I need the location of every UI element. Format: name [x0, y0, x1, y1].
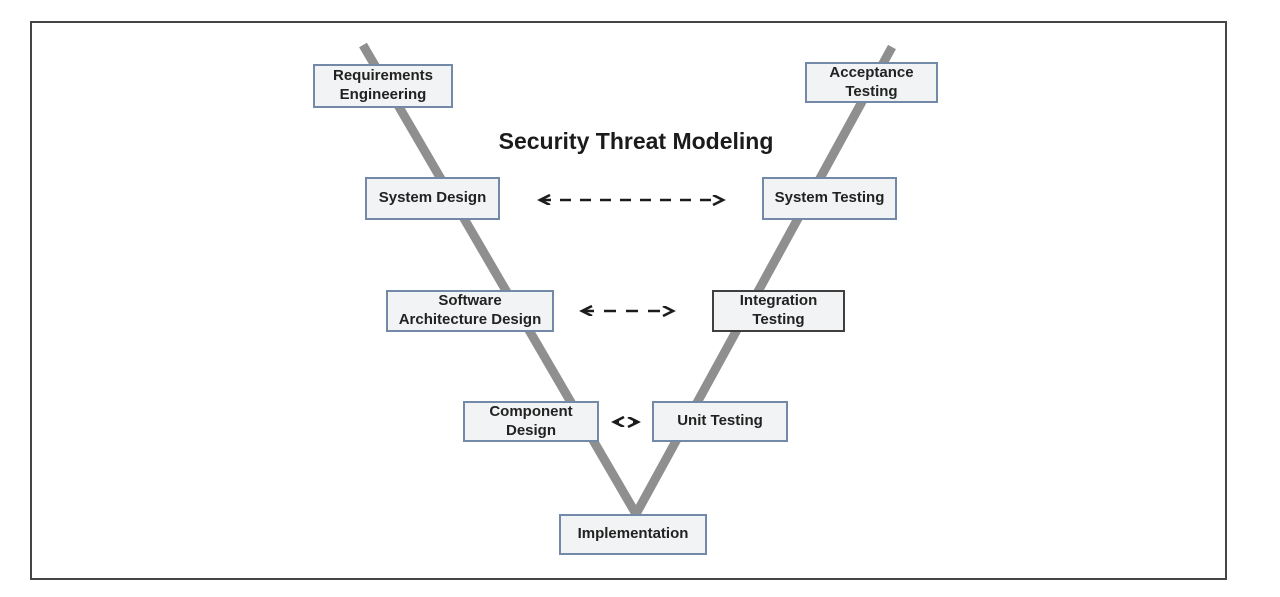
box-label: Design [505, 421, 556, 439]
diagram-title: Security Threat Modeling [498, 128, 774, 154]
v-model-line [359, 42, 896, 524]
box-label: Integration [739, 292, 818, 310]
box-label: Engineering [339, 86, 427, 103]
box-label: Architecture Design [398, 311, 542, 328]
box-integration-testing: Integration Testing [712, 290, 845, 332]
box-label: Testing [752, 311, 805, 328]
box-system-design: System Design [365, 177, 500, 220]
box-implementation: Implementation [559, 514, 707, 555]
box-unit-testing: Unit Testing [652, 401, 788, 442]
box-system-testing: System Testing [762, 177, 897, 220]
box-label: Acceptance [829, 63, 914, 81]
box-software-architecture-design: Software Architecture Design [386, 290, 554, 332]
outer-frame-border [30, 21, 1227, 580]
box-component-design: Component Design [463, 401, 599, 442]
box-requirements-engineering: Requirements Engineering [313, 64, 453, 108]
box-label: Unit Testing [677, 412, 763, 430]
box-label: Software [438, 292, 502, 310]
box-acceptance-testing: Acceptance Testing [805, 62, 938, 103]
box-label: Implementation [577, 525, 689, 543]
box-label: System Design [378, 189, 487, 207]
box-label: Testing [845, 82, 898, 100]
box-label: Component [489, 402, 573, 420]
box-label: Requirements [332, 67, 434, 85]
box-label: System Testing [774, 189, 885, 207]
